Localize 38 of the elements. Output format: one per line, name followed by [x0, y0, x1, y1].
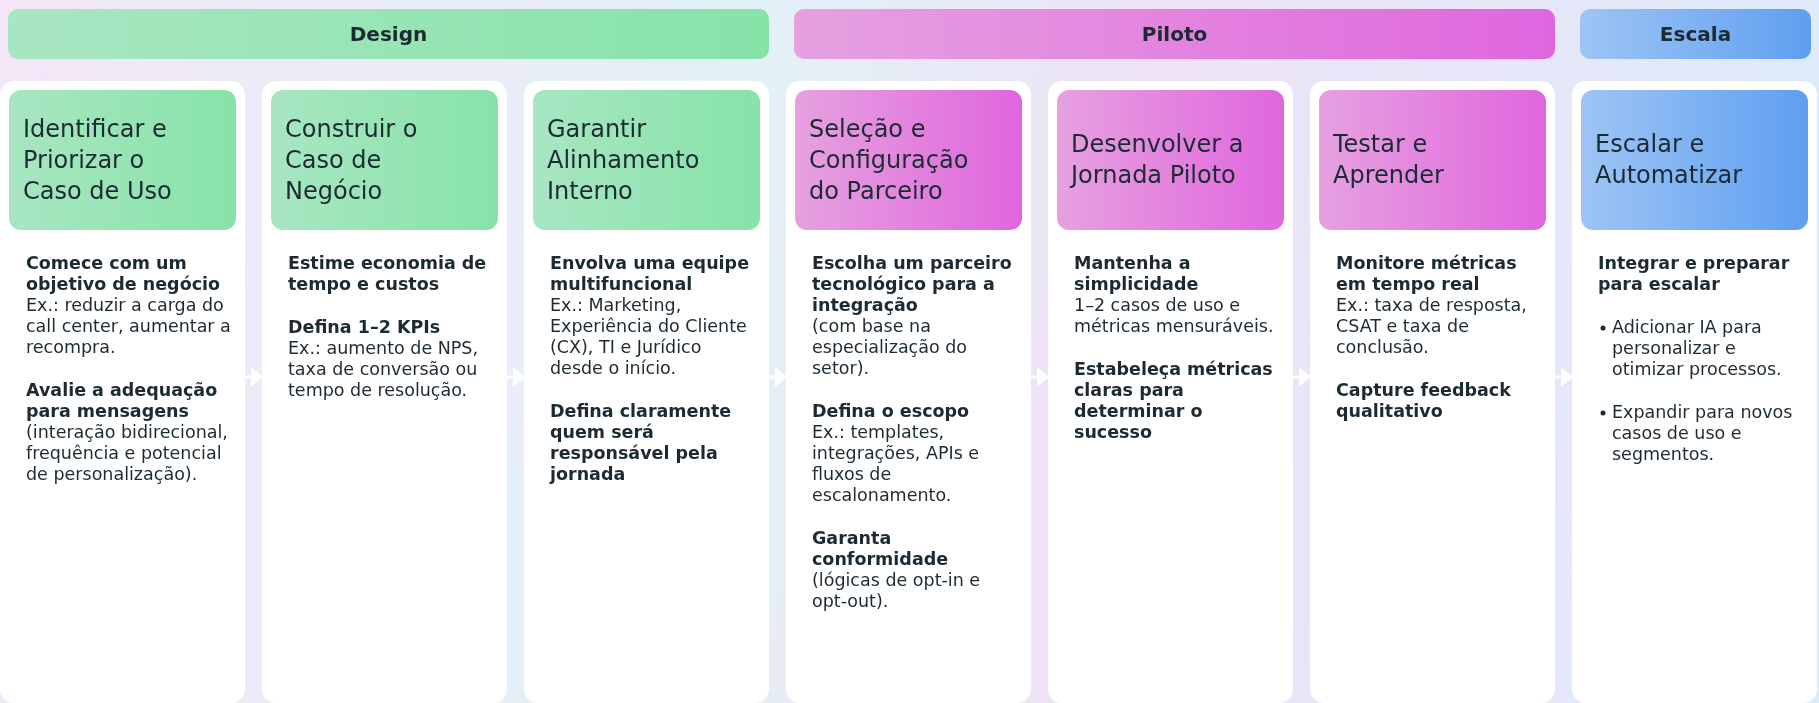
phase-banner: Design [8, 9, 769, 59]
arrow [1031, 367, 1049, 387]
step-description: Comece com um objetivo de negócio Ex.: reduzir a carga do call center, aumentar a recompra. [26, 253, 231, 358]
step-description: Avalie a adequação para mensagens (interação bidirecional, frequência e potencial de personalização). [26, 380, 229, 485]
step-card [262, 81, 507, 703]
step-title: Testar e Aprender [1332, 129, 1445, 191]
step-description: Expandir para novos casos de uso e segmentos. [1612, 402, 1794, 465]
step-card [524, 81, 769, 703]
step-title: Construir o Caso de Negócio [284, 113, 419, 207]
step-description: Garanta conformidade (lógicas de opt-in e opt-out). [812, 528, 982, 612]
step-description: Envolva uma equipe multifuncional Ex.: Marketing, Experiência do Cliente (CX), TI e Jurídico desde o início. [550, 253, 750, 379]
step-title: Identificar e Priorizar o Caso de Uso [22, 113, 173, 207]
step-title: Desenvolver a Jornada Piloto [1068, 129, 1245, 191]
step-title: Garantir Alinhamento Interno [546, 113, 701, 207]
step-description: Adicionar IA para personalizar e otimizar processos. [1612, 317, 1783, 380]
step-card [786, 81, 1031, 703]
step-description: Estime economia de tempo e custos [288, 253, 488, 295]
arrow [1555, 367, 1573, 387]
arrow [1293, 367, 1311, 387]
step-card [1572, 81, 1817, 703]
step-description: Mantenha a simplicidade 1–2 casos de uso e métricas mensuráveis. [1074, 253, 1275, 337]
phase-banner: Piloto [794, 9, 1555, 59]
step-card [1310, 81, 1555, 703]
step-description: Estabeleça métricas claras para determinar o sucesso [1074, 359, 1274, 443]
phase-banner: Escala [1580, 9, 1811, 59]
step-description: Integrar e preparar para escalar [1598, 253, 1791, 295]
arrow [507, 367, 525, 387]
step-title: Escalar e Automatizar [1594, 129, 1744, 191]
step-description: Monitore métricas em tempo real Ex.: taxa de resposta, CSAT e taxa de conclusão. [1336, 253, 1528, 358]
step-description: Defina o escopo Ex.: templates, integrações, APIs e fluxos de escalonamento. [812, 401, 981, 506]
step-card [1048, 81, 1293, 703]
step-description: Capture feedback qualitativo [1336, 380, 1512, 422]
step-description: Defina 1–2 KPIs Ex.: aumento de NPS, taxa de conversão ou tempo de resolução. [288, 317, 480, 401]
step-title: Seleção e Configuração do Parceiro [808, 113, 970, 207]
arrow [769, 367, 787, 387]
step-description: Escolha um parceiro tecnológico para a integração (com base na especialização do setor). [812, 253, 1013, 379]
step-card [0, 81, 245, 703]
step-description: Defina claramente quem será responsável pela jornada [550, 401, 733, 485]
